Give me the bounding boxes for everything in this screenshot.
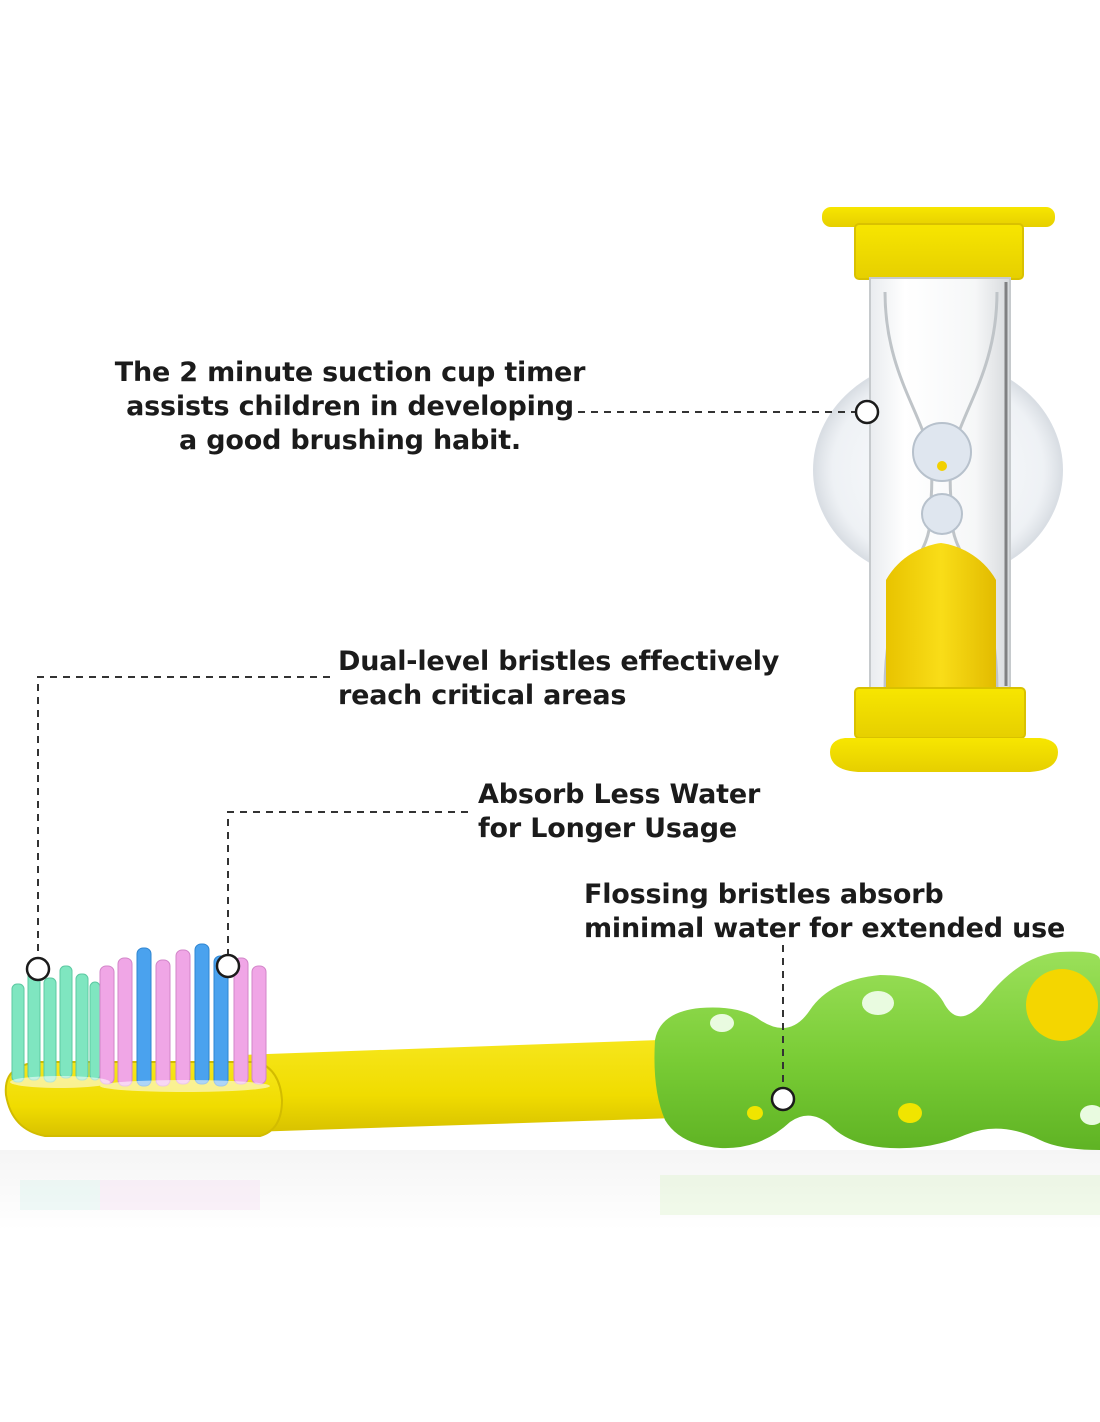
suction-knob <box>912 422 972 482</box>
marker-absorb <box>215 953 241 979</box>
leader-dual-level <box>37 676 330 957</box>
callout-timer-line-3: a good brushing habit. <box>179 425 521 456</box>
callout-absorb-line-2: for Longer Usage <box>478 813 737 844</box>
timer-sand <box>886 543 996 690</box>
leader-lines <box>37 411 855 1088</box>
marker-flossing <box>770 1086 796 1112</box>
leader-markers <box>25 399 880 1112</box>
marker-timer <box>854 399 880 425</box>
leader-absorb <box>227 811 468 955</box>
toothbrush <box>0 943 1100 1230</box>
callout-dual-level-bristles: Dual-level bristles effectively reach cr… <box>338 645 779 713</box>
callout-floss-line-1: Flossing bristles absorb <box>584 879 944 910</box>
callout-timer-line-1: The 2 minute suction cup timer <box>114 357 586 388</box>
callout-timer-line-2: assists children in developing <box>126 391 574 422</box>
callout-absorb-line-1: Absorb Less Water <box>478 779 761 810</box>
toothbrush-grip <box>654 951 1100 1150</box>
callout-absorb-less-water: Absorb Less Water for Longer Usage <box>478 778 760 846</box>
sand-timer <box>813 207 1063 772</box>
timer-bottom-base <box>830 738 1058 772</box>
timer-top-rim <box>822 207 1055 227</box>
callout-floss-line-2: minimal water for extended use <box>584 913 1066 944</box>
callout-flossing-bristles: Flossing bristles absorb minimal water f… <box>584 878 1065 946</box>
timer-top-cap <box>854 223 1024 280</box>
grip-dots <box>710 969 1100 1125</box>
callout-dual-line-1: Dual-level bristles effectively <box>338 646 780 677</box>
pink-bristles <box>99 949 267 1087</box>
callout-dual-line-2: reach critical areas <box>338 680 627 711</box>
blue-bristles <box>136 943 229 1087</box>
callout-timer: The 2 minute suction cup timer assists c… <box>110 356 590 458</box>
toothbrush-neck <box>240 1040 675 1132</box>
timer-bottom-cap <box>854 687 1026 739</box>
marker-dual-level <box>25 956 51 982</box>
